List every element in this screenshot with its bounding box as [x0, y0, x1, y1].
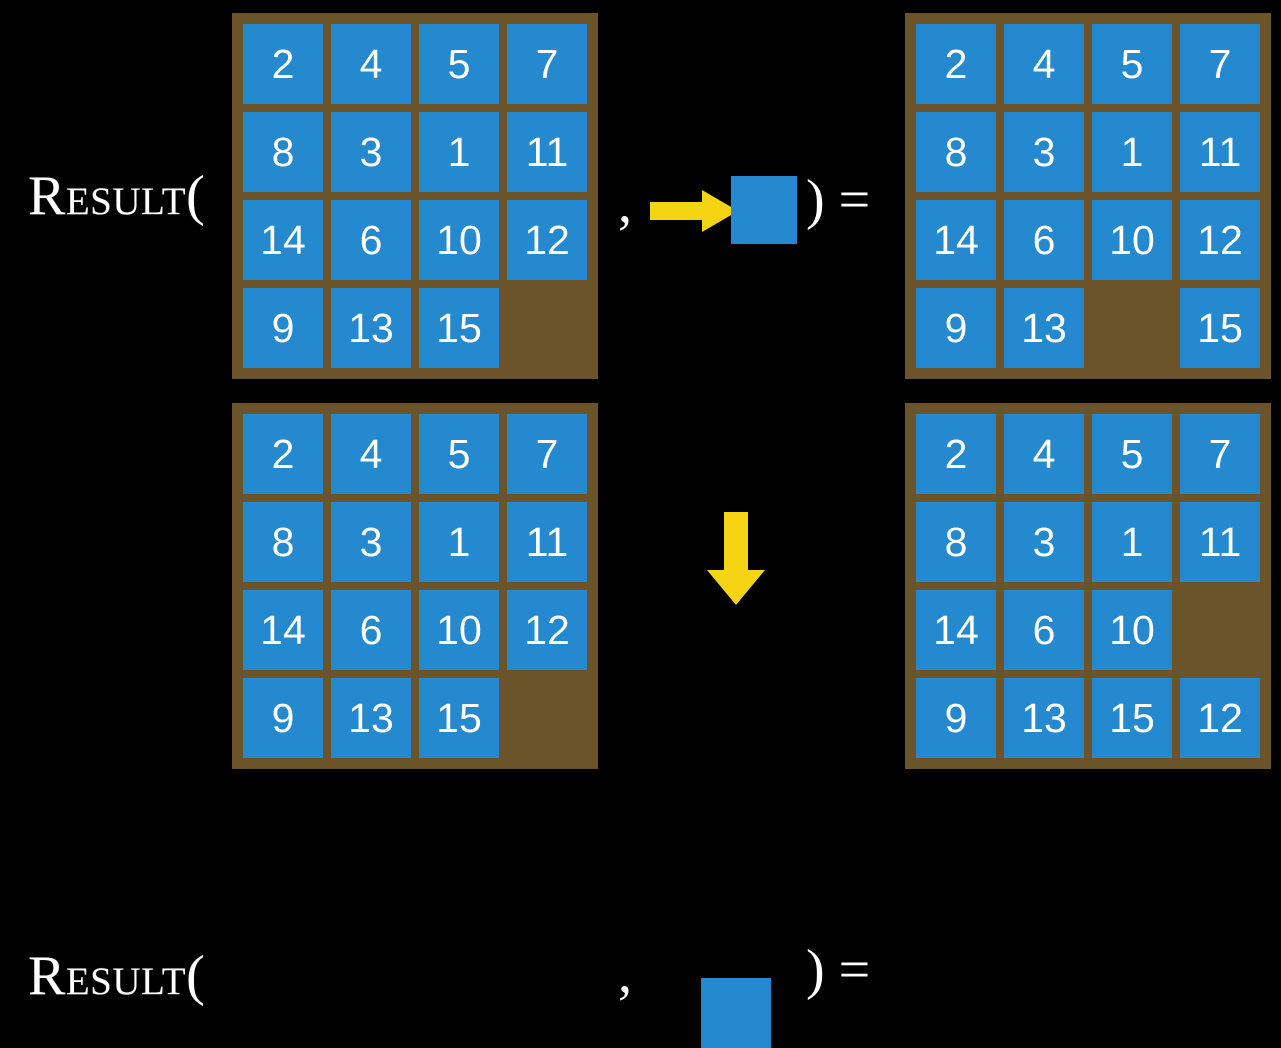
puzzle-tile[interactable]: 9	[916, 678, 996, 758]
puzzle-blank-cell	[507, 678, 587, 758]
puzzle-tile[interactable]: 12	[1180, 678, 1260, 758]
puzzle-tile[interactable]: 8	[916, 112, 996, 192]
puzzle-tile[interactable]: 12	[507, 590, 587, 670]
puzzle-tile[interactable]: 14	[243, 200, 323, 280]
puzzle-blank-cell	[1092, 288, 1172, 368]
puzzle-tile[interactable]: 3	[1004, 502, 1084, 582]
puzzle-tile[interactable]: 14	[243, 590, 323, 670]
puzzle-tile[interactable]: 4	[331, 24, 411, 104]
arrow-right-icon	[650, 190, 738, 232]
puzzle-tile[interactable]: 11	[1180, 112, 1260, 192]
puzzle-blank-cell	[507, 288, 587, 368]
puzzle-tile[interactable]: 6	[1004, 590, 1084, 670]
puzzle-tile[interactable]: 4	[1004, 24, 1084, 104]
puzzle-tile[interactable]: 10	[419, 590, 499, 670]
puzzle-tile[interactable]: 2	[243, 414, 323, 494]
close-paren-equals-1: ) =	[806, 169, 871, 231]
puzzle-tile[interactable]: 7	[507, 414, 587, 494]
puzzle-tile[interactable]: 5	[1092, 414, 1172, 494]
puzzle-tile[interactable]: 13	[331, 288, 411, 368]
puzzle-tile[interactable]: 5	[419, 24, 499, 104]
puzzle-tile[interactable]: 2	[916, 24, 996, 104]
puzzle-tile[interactable]: 15	[419, 288, 499, 368]
argument-separator-comma-2: ,	[618, 943, 632, 1005]
puzzle-tile[interactable]: 7	[1180, 414, 1260, 494]
puzzle-tile[interactable]: 5	[1092, 24, 1172, 104]
puzzle-tile[interactable]: 9	[916, 288, 996, 368]
puzzle-tile[interactable]: 3	[331, 502, 411, 582]
puzzle-tile[interactable]: 6	[331, 200, 411, 280]
result-function-label-2: Result(	[28, 945, 206, 1007]
puzzle-tile[interactable]: 4	[331, 414, 411, 494]
puzzle-tile[interactable]: 3	[1004, 112, 1084, 192]
puzzle-tile[interactable]: 11	[507, 112, 587, 192]
puzzle-tile[interactable]: 11	[507, 502, 587, 582]
puzzle-tile[interactable]: 8	[243, 112, 323, 192]
puzzle-tile[interactable]: 6	[331, 590, 411, 670]
puzzle-tile[interactable]: 4	[1004, 414, 1084, 494]
puzzle-tile[interactable]: 1	[1092, 112, 1172, 192]
puzzle-tile[interactable]: 5	[419, 414, 499, 494]
argument-separator-comma-1: ,	[618, 173, 632, 235]
close-paren-equals-2: ) =	[806, 939, 871, 1001]
puzzle-blank-cell	[1180, 590, 1260, 670]
puzzle-tile[interactable]: 10	[1092, 200, 1172, 280]
puzzle-tile[interactable]: 15	[419, 678, 499, 758]
puzzle-tile[interactable]: 12	[1180, 200, 1260, 280]
puzzle-tile[interactable]: 8	[243, 502, 323, 582]
move-tile-row-1	[731, 176, 797, 244]
puzzle-tile[interactable]: 14	[916, 590, 996, 670]
result-function-label-1: Result(	[28, 165, 206, 227]
puzzle-tile[interactable]: 13	[1004, 288, 1084, 368]
puzzle-tile[interactable]: 9	[243, 678, 323, 758]
puzzle-tile[interactable]: 7	[1180, 24, 1260, 104]
puzzle-tile[interactable]: 11	[1180, 502, 1260, 582]
puzzle-tile[interactable]: 1	[419, 502, 499, 582]
puzzle-tile[interactable]: 12	[507, 200, 587, 280]
puzzle-tile[interactable]: 1	[419, 112, 499, 192]
puzzle-tile[interactable]: 15	[1180, 288, 1260, 368]
puzzle-tile[interactable]: 10	[1092, 590, 1172, 670]
puzzle-tile[interactable]: 13	[331, 678, 411, 758]
puzzle-tile[interactable]: 7	[507, 24, 587, 104]
puzzle-tile[interactable]: 1	[1092, 502, 1172, 582]
puzzle-tile[interactable]: 10	[419, 200, 499, 280]
puzzle-tile[interactable]: 14	[916, 200, 996, 280]
puzzle-tile[interactable]: 9	[243, 288, 323, 368]
puzzle-tile[interactable]: 13	[1004, 678, 1084, 758]
move-tile-row-2	[701, 978, 771, 1048]
puzzle-tile[interactable]: 15	[1092, 678, 1172, 758]
puzzle-tile[interactable]: 2	[243, 24, 323, 104]
puzzle-tile[interactable]: 6	[1004, 200, 1084, 280]
puzzle-tile[interactable]: 2	[916, 414, 996, 494]
puzzle-tile[interactable]: 8	[916, 502, 996, 582]
puzzle-tile[interactable]: 3	[331, 112, 411, 192]
arrow-down-icon	[707, 512, 765, 605]
